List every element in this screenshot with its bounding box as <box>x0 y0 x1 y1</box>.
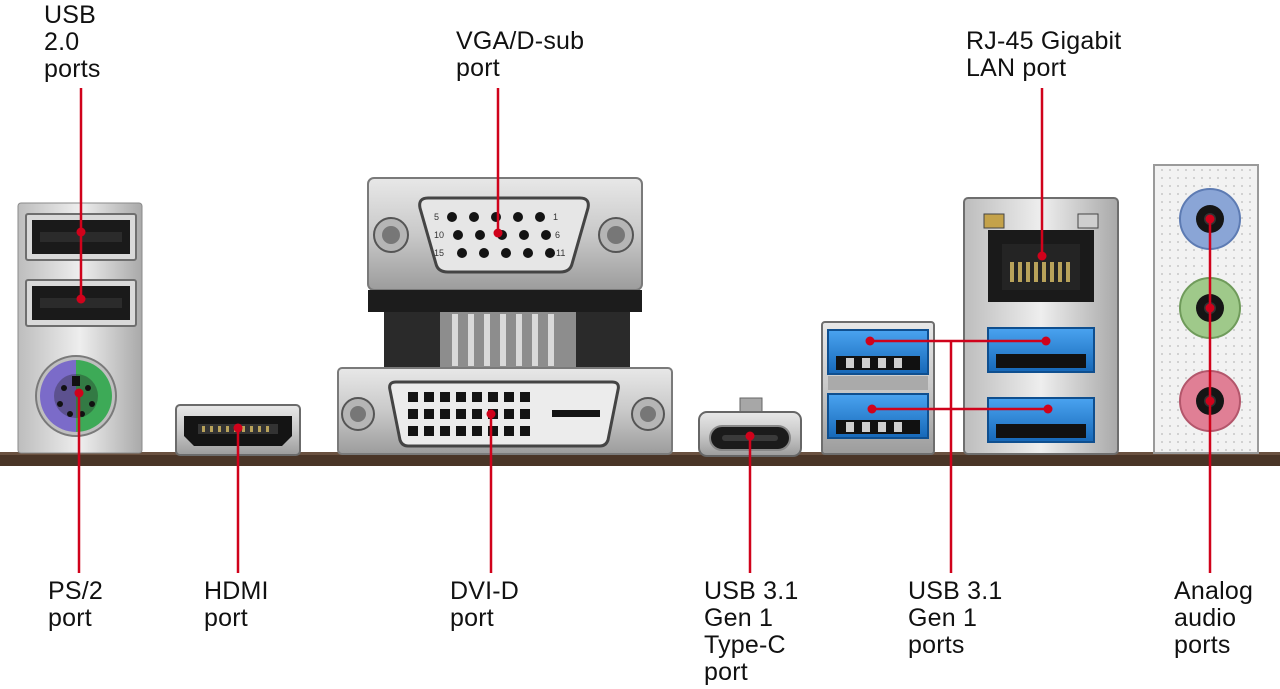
label-line: Gen 1 <box>908 604 978 632</box>
label-line: Gen 1 <box>704 604 774 632</box>
label-usb-type-c-port: USB 3.1 Gen 1 Type-C port <box>704 578 799 686</box>
label-line: port <box>204 604 248 632</box>
vga-port: 5 1 10 6 15 11 <box>367 177 643 291</box>
label-line: USB <box>44 1 97 29</box>
vga-pin-number: 5 <box>434 212 439 222</box>
label-line: RJ-45 Gigabit <box>966 27 1122 55</box>
label-line: ports <box>44 55 101 83</box>
label-usb20-ports: USB 2.0 ports <box>44 2 101 83</box>
vga-pin-number: 6 <box>555 230 560 240</box>
label-line: Analog <box>1174 577 1254 605</box>
motherboard-edge <box>0 452 1280 466</box>
label-line: port <box>48 604 92 632</box>
vga-pin-number: 10 <box>434 230 444 240</box>
label-line: HDMI <box>204 577 269 605</box>
label-line: USB 3.1 <box>704 577 799 605</box>
label-usb31-ports: USB 3.1 Gen 1 ports <box>908 578 1003 659</box>
usb31-stack <box>821 321 935 455</box>
label-dvi-port: DVI-D port <box>450 578 519 632</box>
label-line: port <box>704 658 748 686</box>
label-line: ports <box>908 631 965 659</box>
label-ps2-port: PS/2 port <box>48 578 103 632</box>
label-line: Type-C <box>704 631 786 659</box>
label-hdmi-port: HDMI port <box>204 578 269 632</box>
label-line: ports <box>1174 631 1231 659</box>
leader-dots <box>74 214 1215 441</box>
label-line: PS/2 <box>48 577 103 605</box>
label-line: audio <box>1174 604 1237 632</box>
ps2-port <box>35 355 117 437</box>
leader-lines <box>77 88 1212 573</box>
rj45-usb31-stack <box>963 197 1119 455</box>
label-line: port <box>450 604 494 632</box>
dvi-port <box>337 367 673 455</box>
label-line: USB 3.1 <box>908 577 1003 605</box>
label-line: 2.0 <box>44 28 80 56</box>
label-line: port <box>456 54 500 82</box>
vga-pin-number: 1 <box>553 212 558 222</box>
vga-pin-number: 15 <box>434 248 444 258</box>
label-line: DVI-D <box>450 577 520 605</box>
label-rj45-port: RJ-45 Gigabit LAN port <box>966 28 1121 82</box>
vga-pin-number: 11 <box>556 248 565 258</box>
rj45-port <box>983 213 1099 302</box>
label-analog-audio-ports: Analog audio ports <box>1174 578 1253 659</box>
vga-dvi-stack: 5 1 10 6 15 11 <box>337 177 673 455</box>
label-line: VGA/D-sub <box>456 27 585 55</box>
label-vga-port: VGA/D-sub port <box>456 28 584 82</box>
label-line: LAN port <box>966 54 1067 82</box>
